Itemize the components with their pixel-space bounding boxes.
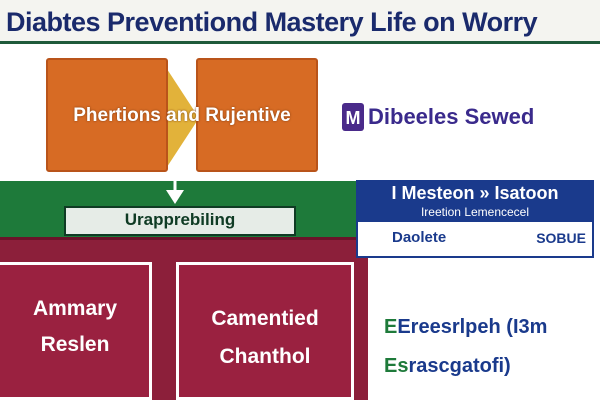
note-line-2: Esrascgatofi) xyxy=(384,352,598,380)
info-card-footer-right: SOBUE xyxy=(536,230,586,246)
page-title: Diabtes Preventiond Mastery Life on Worr… xyxy=(6,7,538,37)
orange-box-left xyxy=(46,58,168,172)
badge-logo-icon: M xyxy=(342,103,364,131)
flow-banner-label: Urapprebiling xyxy=(124,210,236,229)
connector-triangle xyxy=(165,66,199,170)
badge-letter: M xyxy=(346,108,361,128)
info-card-subtitle: Ireetion Lemencecel xyxy=(420,205,530,219)
card-left-line2: Reslen xyxy=(40,333,110,356)
card-right-line1: Camentied xyxy=(211,307,319,330)
badge-label: Dibeeles Sewed xyxy=(368,104,535,129)
note-line-1: EEreesrlpeh (I3m xyxy=(384,313,598,341)
note-mark-1: E xyxy=(384,316,398,338)
card-right xyxy=(176,262,354,400)
info-card-header xyxy=(356,180,594,222)
orange-box-right xyxy=(196,58,318,172)
info-card-footer-left: Daolete xyxy=(392,229,447,246)
notes-area xyxy=(368,258,600,400)
down-arrow-icon xyxy=(166,168,184,204)
note-text-1: Ereesrlpeh (I3m xyxy=(397,316,548,338)
card-right-line2: Chanthol xyxy=(219,345,311,368)
note-text-2: rascgatofi) xyxy=(408,355,511,377)
note-mark-2: Es xyxy=(384,355,409,377)
card-left xyxy=(0,262,152,400)
card-left-line1: Ammary xyxy=(32,297,118,320)
flow-top-label: Phertions and Rujentive xyxy=(73,105,291,126)
title-bar xyxy=(0,0,600,44)
flow-banner xyxy=(64,206,296,236)
info-card-title: I Mesteon » Isatoon xyxy=(391,183,559,203)
